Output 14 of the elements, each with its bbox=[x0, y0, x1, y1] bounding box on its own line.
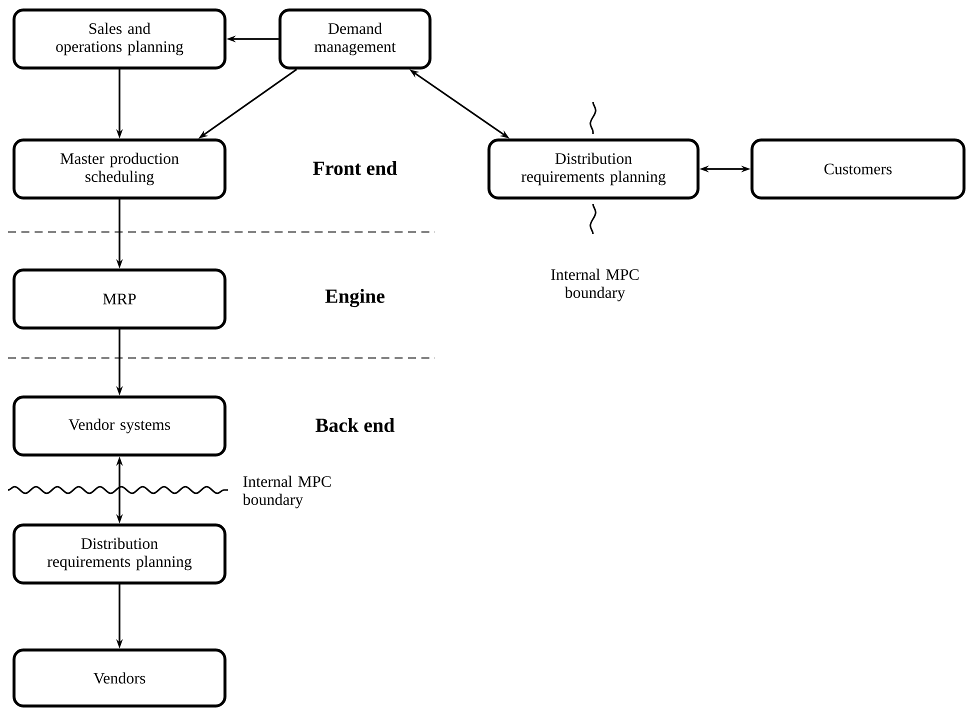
process-box: Master production scheduling bbox=[12, 138, 226, 200]
process-box: Sales and operations planning bbox=[12, 8, 226, 70]
process-box: MRP bbox=[12, 268, 226, 330]
process-box: Distribution requirements planning bbox=[488, 138, 700, 200]
process-box: Vendor systems bbox=[12, 396, 226, 456]
boundary-label: Internal MPC boundary bbox=[242, 476, 331, 508]
section-label: Front end bbox=[313, 160, 398, 176]
process-box: Customers bbox=[750, 138, 966, 200]
process-box: Demand management bbox=[278, 8, 432, 70]
section-label: Back end bbox=[316, 418, 394, 432]
process-box: Distribution requirements planning bbox=[12, 524, 226, 584]
section-label: Engine bbox=[325, 288, 384, 308]
boundary-label: Internal MPC boundary bbox=[551, 268, 639, 302]
process-box: Vendors bbox=[12, 648, 226, 708]
